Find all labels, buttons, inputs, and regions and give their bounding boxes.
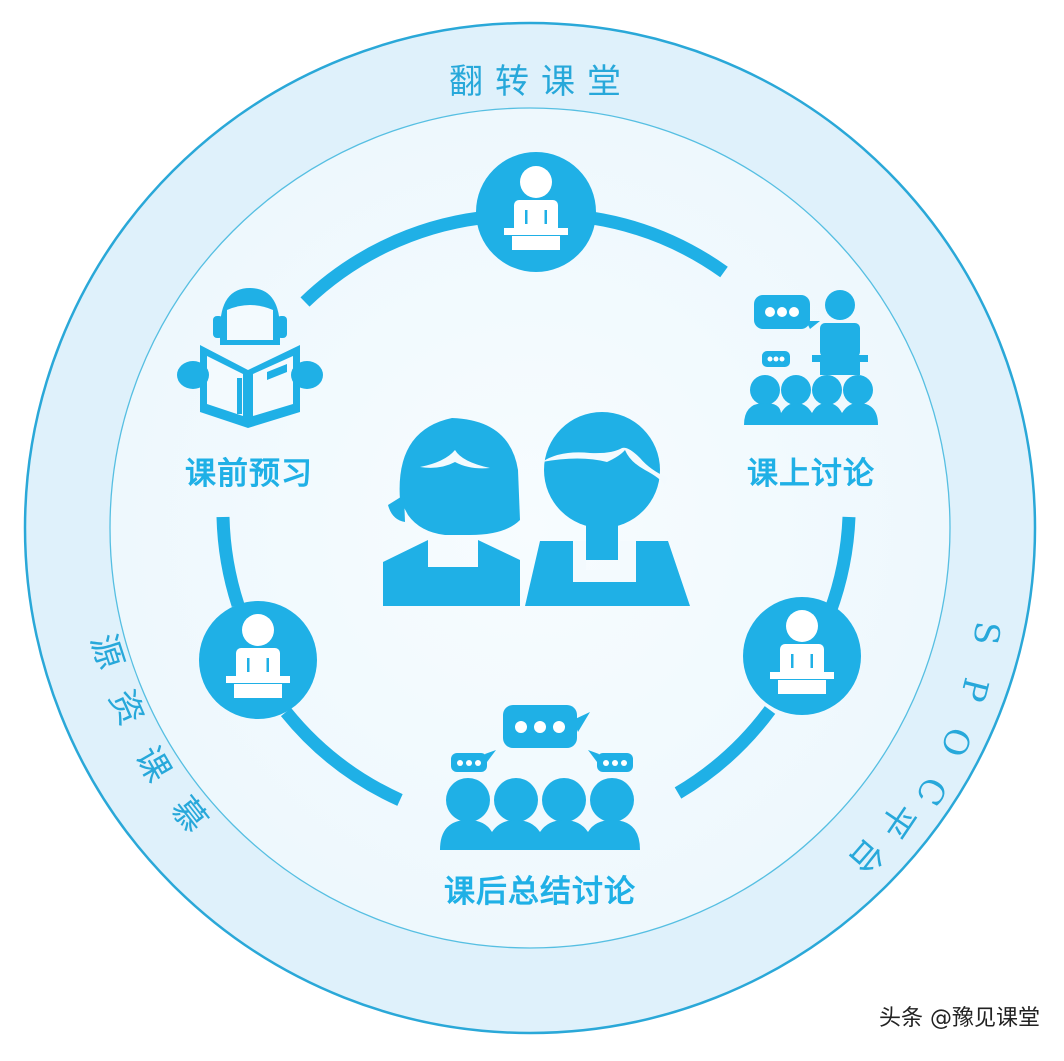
ring-label-top: 翻转课堂 [449,62,633,102]
teacher-with-audience-icon [744,290,878,425]
cycle-path [216,211,856,806]
reading-student-icon [177,288,323,428]
stage-label-pre-class: 课前预习 [185,456,313,492]
teacher-and-student-icon [383,412,690,606]
svg-text:翻转课堂: 翻转课堂 [449,62,633,102]
stage-label-post-class: 课后总结讨论 [444,874,636,910]
node-left [199,601,317,719]
presenter-at-podium-icon [226,614,290,698]
presenter-at-podium-icon [504,166,568,250]
node-right [743,597,861,715]
stage-label-in-class: 课上讨论 [747,456,875,492]
ring-right-char-0: S [965,619,1007,646]
presenter-at-podium-icon [770,610,834,694]
group-discussion-icon [440,705,640,850]
node-top [476,152,596,272]
watermark: 头条 @豫见课堂 [879,1006,1040,1031]
